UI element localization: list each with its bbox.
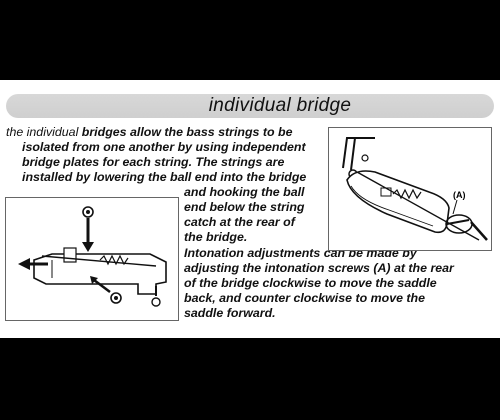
- paragraph1-line6: end below the string: [184, 200, 305, 214]
- paragraph1-line3: bridge plates for each string. The strin…: [22, 155, 285, 169]
- heading-title: individual bridge: [208, 95, 352, 116]
- saddle-block-shape: [380, 187, 392, 197]
- string-line: [41, 255, 157, 267]
- paragraph1-line4: installed by lowering the ball end into …: [22, 170, 307, 184]
- string-line: [356, 171, 480, 241]
- ball-end-right-shape: [151, 297, 161, 307]
- bridge-edge-line: [350, 185, 434, 227]
- arrow-diag-head: [90, 276, 98, 284]
- screwdriver-shape: [470, 221, 488, 241]
- paragraph2-line4: back, and counter clockwise to move the: [184, 291, 426, 305]
- label-a-leader: [452, 199, 458, 215]
- arrow-left-head: [18, 258, 30, 270]
- paragraph1-line8: the bridge.: [184, 230, 248, 244]
- paragraph2-line3: of the bridge clockwise to move the sadd…: [184, 276, 437, 290]
- ball-end-top-core: [86, 210, 90, 214]
- arrow-down-head: [82, 242, 94, 252]
- string-loading-diagram: [5, 197, 179, 321]
- paragraph1-line1-rest: bridges allow the bass strings to be: [78, 125, 293, 139]
- paragraph1-line1: the individual bridges allow the bass st…: [6, 125, 292, 141]
- paragraph2-line2: adjusting the intonation screws (A) at t…: [184, 261, 454, 275]
- arrow-diag-shaft: [93, 279, 111, 293]
- paragraph1-line2: isolated from one another by using indep…: [22, 140, 306, 154]
- paragraph1-line5: and hooking the ball: [184, 185, 305, 199]
- allen-key-shape: [342, 137, 357, 171]
- page: individual bridge the individual bridges…: [0, 80, 500, 338]
- paragraph1-lead: the individual: [6, 125, 79, 139]
- intonation-screw-shape: [446, 219, 470, 225]
- screw-small-shape: [361, 154, 369, 162]
- label-a: (A): [453, 190, 466, 200]
- ball-end-bottom-core: [114, 296, 118, 300]
- bridge-screw-diagram: (A): [328, 127, 492, 251]
- heading-bar: individual bridge: [6, 94, 494, 118]
- saddle-spring-shape: [392, 188, 422, 200]
- paragraph1-line7: catch at the rear of: [184, 215, 295, 229]
- saddle-shape: [63, 247, 77, 263]
- bridge-body-shape: [346, 170, 450, 234]
- paragraph2-line5: saddle forward.: [184, 306, 276, 320]
